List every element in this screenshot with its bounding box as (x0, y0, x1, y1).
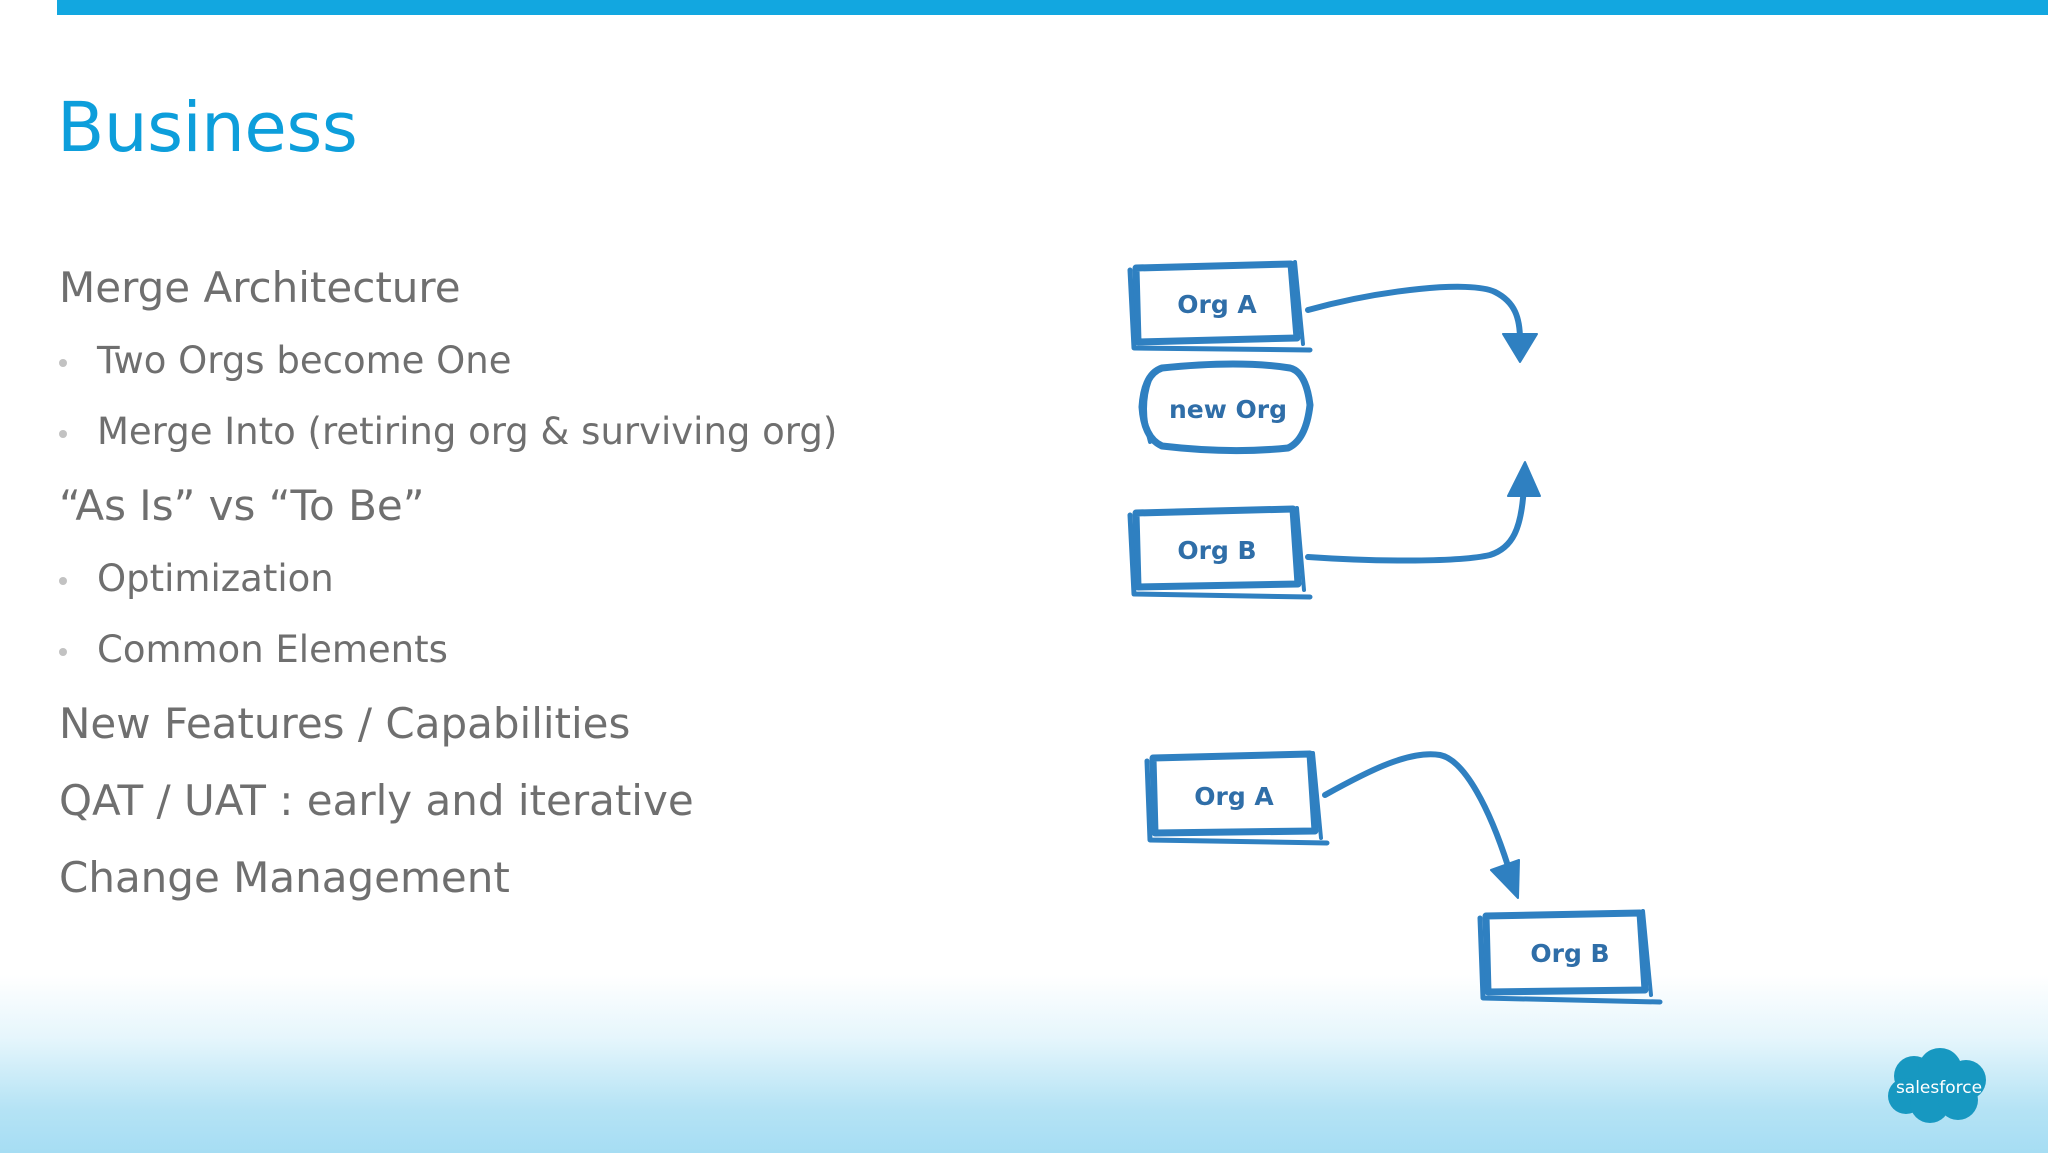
arrowhead-into-new-org (1502, 333, 1538, 363)
org-b-box-bottom: Org B (1477, 909, 1663, 1005)
bullet-merge-into: Merge Into (retiring org & surviving org… (59, 413, 837, 450)
org-b-label: Org B (1177, 536, 1256, 565)
heading-qat-uat: QAT / UAT : early and iterative (59, 776, 694, 825)
arrow-org-a-to-new-org (1305, 283, 1523, 343)
org-a-label-bottom: Org A (1194, 782, 1274, 811)
arrowhead-into-new-org-bottom (1507, 461, 1541, 497)
heading-new-features: New Features / Capabilities (59, 699, 631, 748)
new-org-label: new Org (1169, 395, 1287, 424)
heading-change-management: Change Management (59, 853, 510, 902)
bullet-dot (59, 577, 67, 585)
arrow-org-a-to-org-b (1322, 751, 1511, 869)
arrow-org-b-to-new-org (1305, 481, 1527, 564)
top-accent-bar (57, 0, 2048, 15)
heading-as-is-to-be: “As Is” vs “To Be” (59, 481, 425, 530)
bottom-gradient (0, 975, 2048, 1153)
org-b-box: Org B (1127, 505, 1313, 600)
arrowhead-into-org-b (1490, 859, 1520, 899)
bullet-dot (59, 648, 67, 656)
org-a-label: Org A (1177, 290, 1257, 319)
bullet-dot (59, 430, 67, 438)
bullet-text: Two Orgs become One (97, 339, 512, 382)
logo-text: salesforce (1896, 1078, 1982, 1098)
bullet-common-elements: Common Elements (59, 631, 837, 668)
salesforce-logo: salesforce (1888, 1048, 1986, 1123)
org-a-box-bottom: Org A (1144, 750, 1330, 846)
org-b-label-bottom: Org B (1530, 939, 1609, 968)
bullet-text: Optimization (97, 557, 334, 600)
org-a-box: Org A (1127, 260, 1313, 353)
bullet-text: Common Elements (97, 628, 448, 671)
new-org-box: new Org (1138, 360, 1314, 455)
bullet-text: Merge Into (retiring org & surviving org… (97, 410, 838, 453)
bullet-optimization: Optimization (59, 560, 837, 597)
slide-title: Business (57, 88, 358, 168)
heading-merge-architecture: Merge Architecture (59, 263, 461, 312)
org-merge-diagram: .sk { fill: none; stroke: #2f80c1; strok… (1127, 260, 1663, 1005)
bullet-dot (59, 359, 67, 367)
slide-content: Merge Architecture Two Orgs become One M… (59, 263, 837, 902)
bullet-two-orgs: Two Orgs become One (59, 342, 837, 379)
